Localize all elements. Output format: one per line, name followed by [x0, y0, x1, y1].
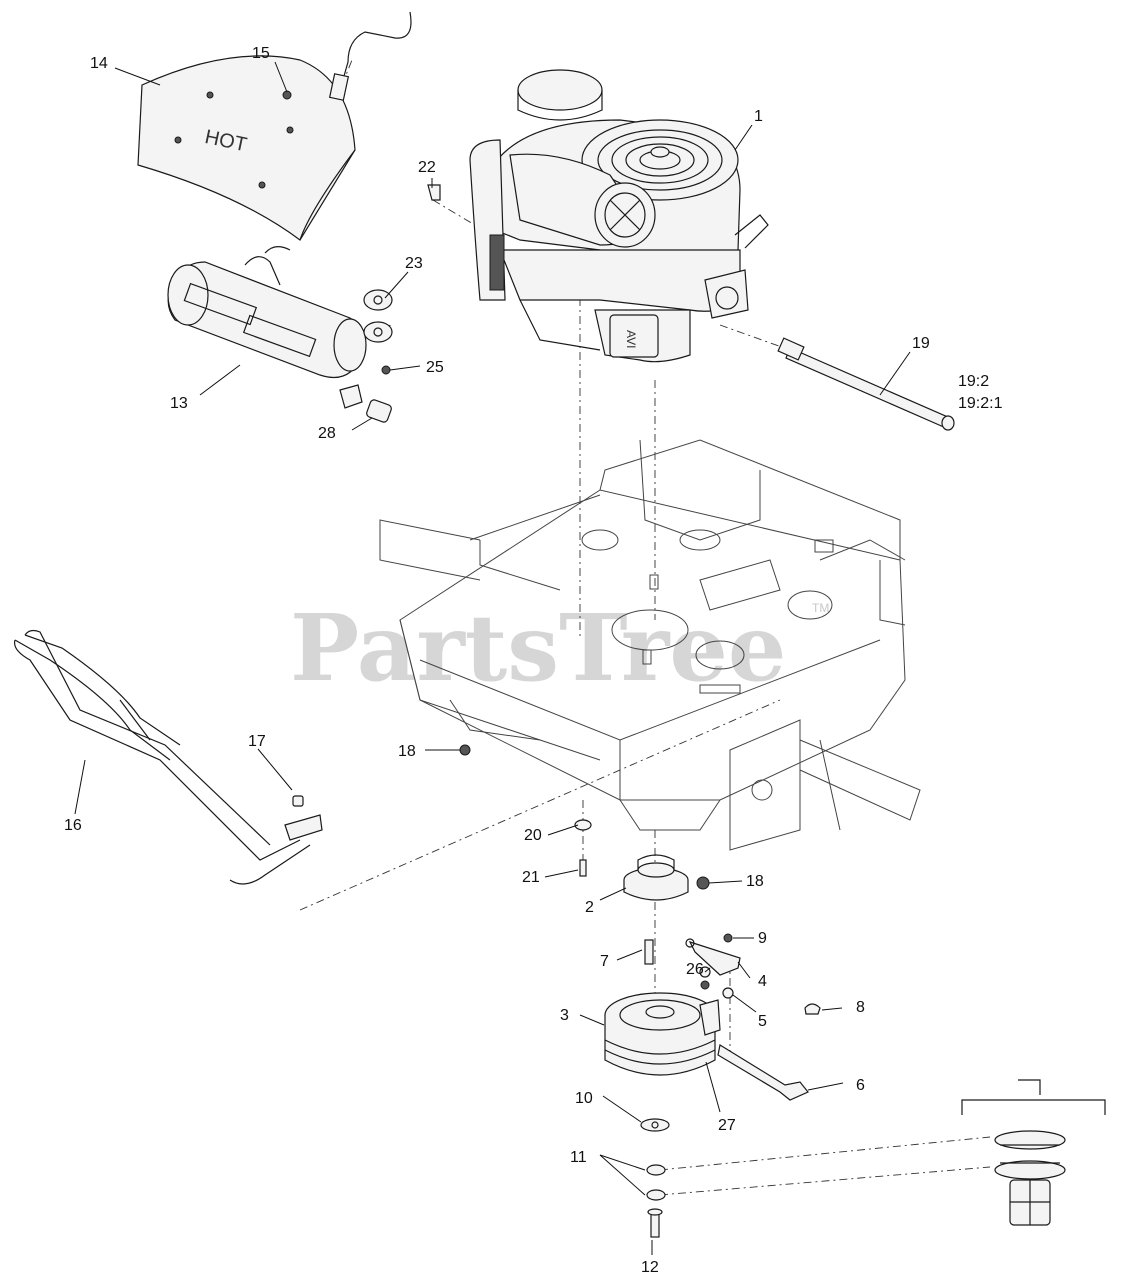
- callout-13: 13: [170, 395, 188, 412]
- callout-15: 15: [252, 45, 270, 62]
- clip-22: [427, 184, 441, 201]
- leader-lines: [74, 61, 911, 1255]
- callout-9: 9: [758, 930, 767, 947]
- callout-3: 3: [560, 1007, 569, 1024]
- callout-2: 2: [585, 899, 594, 916]
- detail-washer-stack: [961, 1079, 1106, 1226]
- pulley: [623, 854, 689, 901]
- callout-8: 8: [856, 999, 865, 1016]
- engine-decal: AVI: [624, 330, 638, 348]
- washers-bolt: [640, 1118, 670, 1238]
- callout-20: 20: [524, 827, 542, 844]
- engine-fan-grille: [597, 129, 723, 191]
- callout-28: 28: [318, 425, 336, 442]
- callout-6: 6: [856, 1077, 865, 1094]
- callout-18-upper: 18: [398, 743, 416, 760]
- callout-10: 10: [575, 1090, 593, 1107]
- callout-26: 26: [686, 961, 704, 978]
- chassis-frame: [379, 439, 921, 851]
- watermark-tm: TM: [812, 601, 829, 615]
- callout-27: 27: [718, 1117, 736, 1134]
- assembly-lines: [299, 59, 991, 1196]
- drive-shaft: [777, 337, 955, 431]
- heat-shield: HOT: [137, 55, 356, 241]
- bumper-bar: [13, 629, 323, 885]
- callout-5: 5: [758, 1013, 767, 1030]
- watermark: PartsTree: [290, 594, 786, 702]
- engine: AVI: [469, 69, 769, 363]
- chassis-hardware: [292, 744, 710, 890]
- callout-12: 12: [641, 1259, 659, 1276]
- callout-labels: 14 15 1 22 23 25 13 28 19 19:2 19:2:1 18…: [64, 45, 1003, 1276]
- callout-16: 16: [64, 817, 82, 834]
- callout-11: 11: [570, 1149, 587, 1166]
- callout-19-2-1: 19:2:1: [958, 395, 1003, 412]
- callout-19-2: 19:2: [958, 373, 989, 390]
- callout-1: 1: [754, 108, 763, 125]
- callout-14: 14: [90, 55, 108, 72]
- callout-7: 7: [600, 953, 609, 970]
- callout-4: 4: [758, 973, 767, 990]
- callout-19: 19: [912, 335, 930, 352]
- muffler: [167, 246, 391, 409]
- callout-23: 23: [405, 255, 423, 272]
- electric-clutch: [604, 992, 721, 1076]
- callout-17: 17: [248, 733, 266, 750]
- callout-22: 22: [418, 159, 436, 176]
- callout-18-lower: 18: [746, 873, 764, 890]
- gaskets: [363, 289, 393, 423]
- callout-25: 25: [426, 359, 444, 376]
- callout-21: 21: [522, 869, 540, 886]
